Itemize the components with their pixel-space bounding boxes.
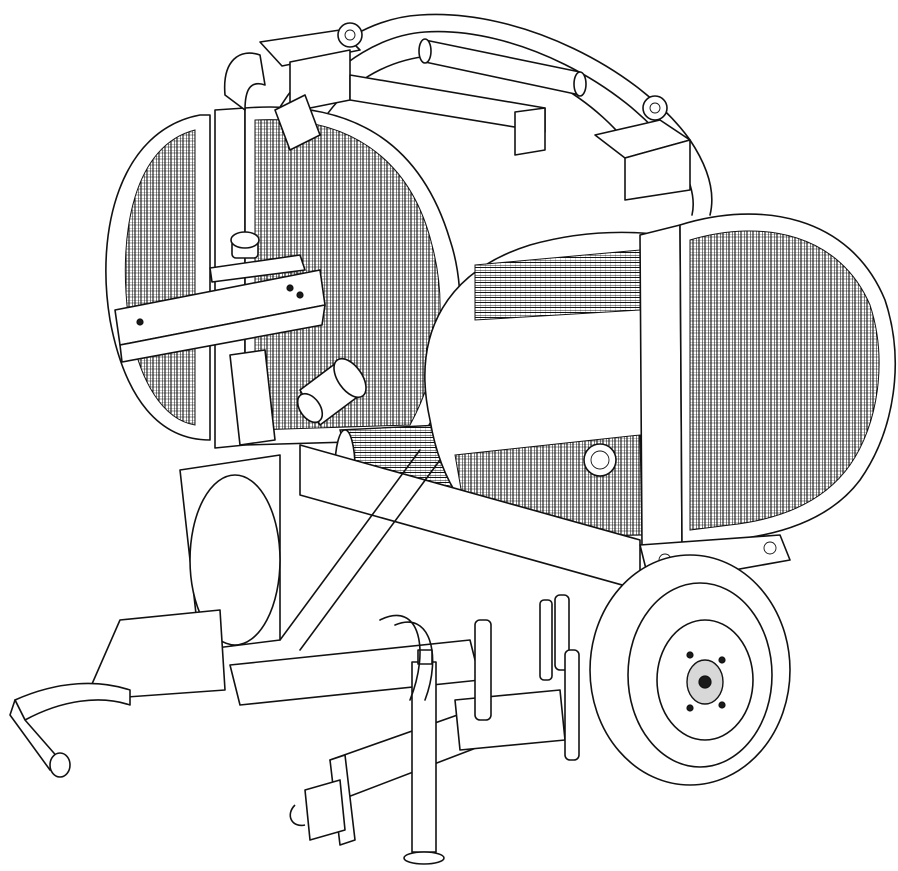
right-wheel (589, 554, 791, 786)
right-bale-cage (424, 213, 896, 549)
jack-stand (403, 649, 445, 865)
left-bracket (223, 52, 321, 446)
film-cone-roller (296, 357, 367, 426)
center-tubes (279, 449, 441, 701)
left-lift-arm (114, 231, 326, 363)
drawbar-chassis (229, 639, 566, 846)
holder-posts (474, 594, 580, 761)
top-film-roll (418, 38, 587, 97)
base-frame (179, 444, 791, 651)
tipping-ramp (9, 609, 226, 778)
top-frame-beam (259, 22, 691, 201)
